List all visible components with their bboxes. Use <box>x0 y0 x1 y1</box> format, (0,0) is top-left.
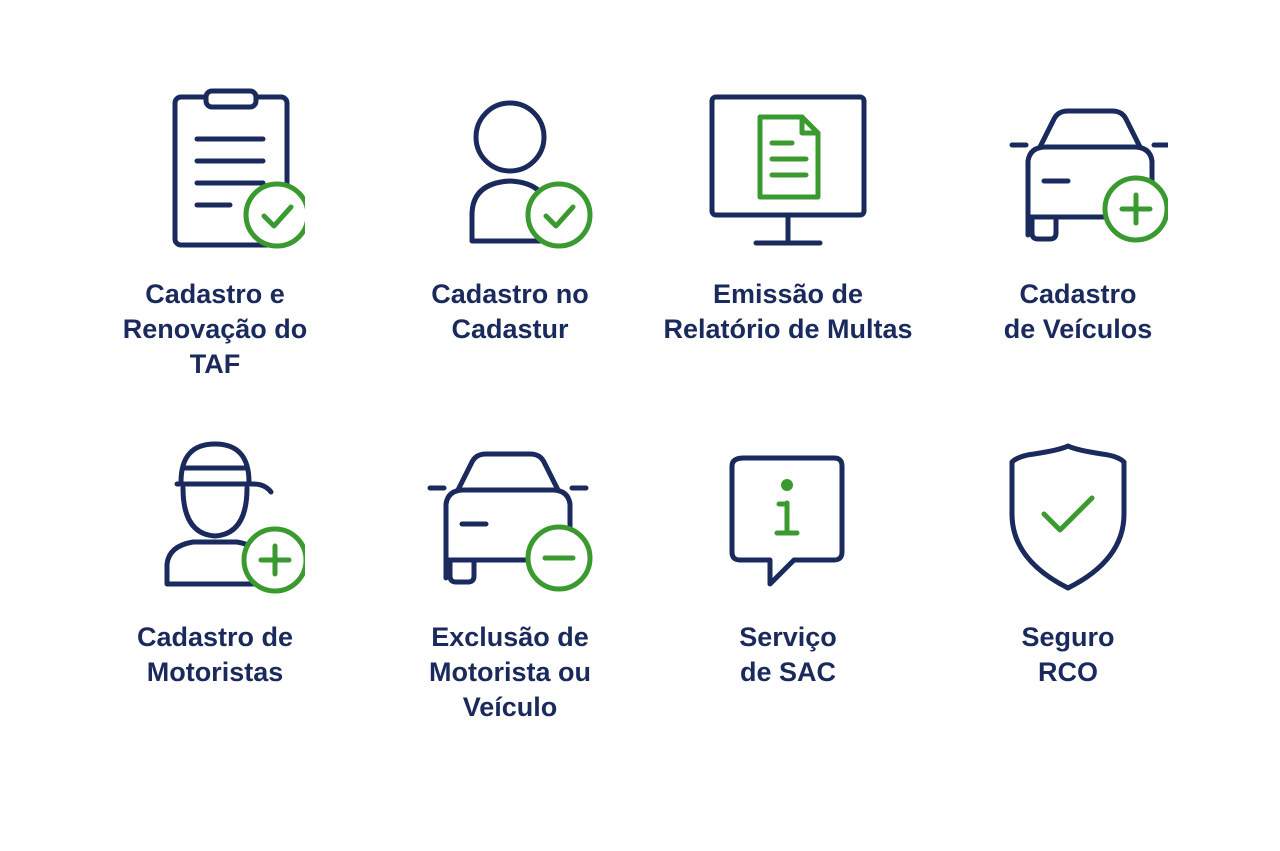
service-tile-cadastur[interactable]: Cadastro no Cadastur <box>380 85 640 385</box>
service-label: Seguro RCO <box>1021 622 1115 687</box>
user-check-icon <box>420 85 600 255</box>
service-tile-veiculos[interactable]: Cadastro de Veículos <box>948 85 1208 385</box>
service-tile-sac[interactable]: Serviço de SAC <box>658 428 918 728</box>
service-label: Cadastro no Cadastur <box>431 279 589 344</box>
service-tile-motoristas[interactable]: Cadastro de Motoristas <box>85 428 345 728</box>
driver-plus-icon <box>125 428 305 598</box>
service-tile-taf[interactable]: Cadastro e Renovação do TAF <box>85 85 345 385</box>
monitor-document-icon <box>698 85 878 255</box>
shield-check-icon <box>978 428 1158 598</box>
service-label: Exclusão de Motorista ou Veículo <box>429 622 591 722</box>
service-label: Emissão de Relatório de Multas <box>663 279 913 344</box>
info-chat-icon <box>698 428 878 598</box>
car-minus-icon <box>420 428 600 598</box>
service-label: Cadastro de Veículos <box>1003 279 1153 344</box>
service-tile-seguro-rco[interactable]: Seguro RCO <box>938 428 1198 728</box>
clipboard-check-icon <box>125 85 305 255</box>
service-label: Cadastro de Motoristas <box>136 622 294 687</box>
service-tile-exclusao[interactable]: Exclusão de Motorista ou Veículo <box>380 428 640 728</box>
service-label: Serviço de SAC <box>739 622 837 687</box>
service-label: Cadastro e Renovação do TAF <box>122 279 308 379</box>
car-plus-icon <box>988 85 1168 255</box>
service-tile-relatorio-multas[interactable]: Emissão de Relatório de Multas <box>658 85 918 385</box>
